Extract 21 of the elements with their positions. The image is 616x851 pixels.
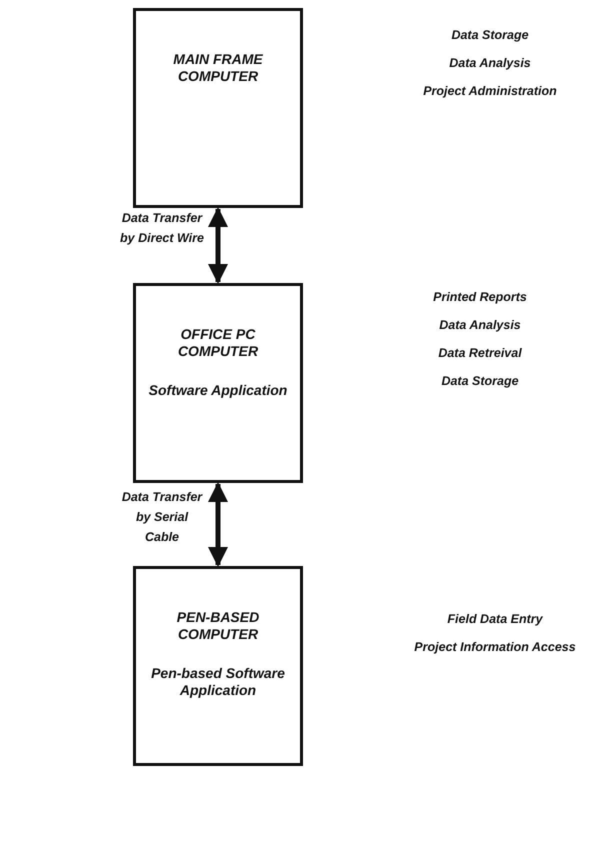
edge-label: Data Transfer by Direct Wire <box>119 210 205 247</box>
edge-label: Data Transfer by Serial Cable <box>120 488 204 546</box>
node-subtitle: Software Application <box>148 382 288 399</box>
node-title: MAIN FRAME COMPUTER <box>172 51 264 85</box>
double-arrow <box>208 482 228 567</box>
function-note: Printed Reports <box>433 290 527 304</box>
function-note: Data Storage <box>441 374 519 388</box>
node-title: OFFICE PC COMPUTER <box>176 326 260 360</box>
function-note: Data Analysis <box>439 318 521 332</box>
function-note: Project Administration <box>423 84 557 98</box>
computer-box <box>133 283 303 483</box>
function-note: Data Storage <box>451 28 529 42</box>
function-note: Data Retreival <box>438 346 522 360</box>
computer-box <box>133 8 303 208</box>
function-note: Field Data Entry <box>447 612 543 626</box>
double-arrow <box>208 207 228 284</box>
function-note: Project Information Access <box>414 640 576 654</box>
computer-box <box>133 566 303 766</box>
node-title: PEN-BASED COMPUTER <box>176 609 260 643</box>
node-subtitle: Pen-based Software Application <box>150 665 286 699</box>
function-note: Data Analysis <box>449 56 531 70</box>
